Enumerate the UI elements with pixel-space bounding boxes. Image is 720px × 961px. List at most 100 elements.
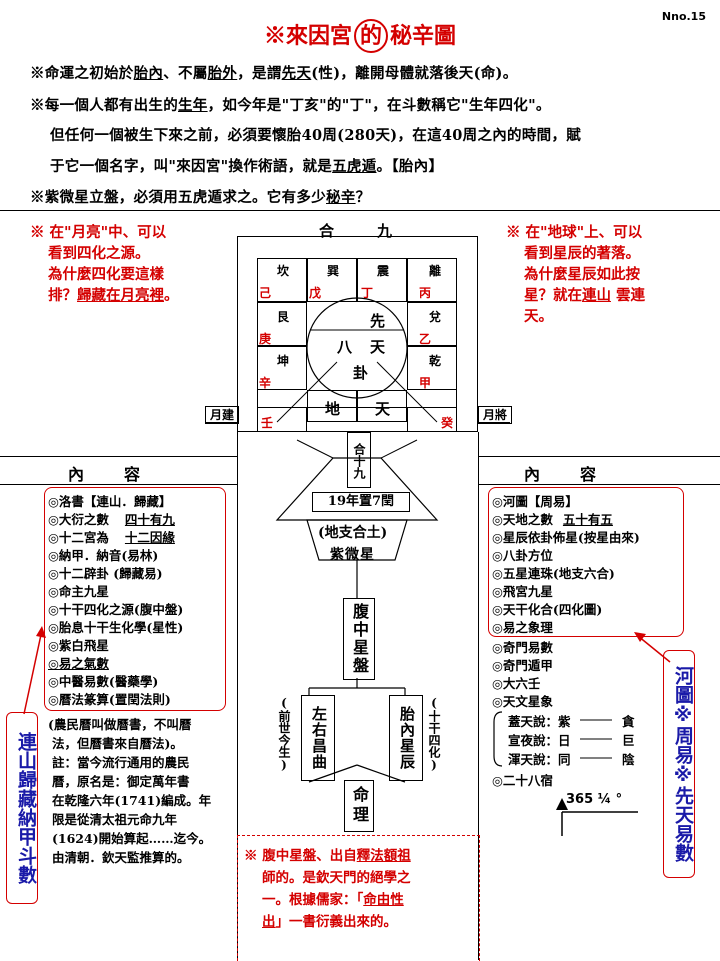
nineteen-years-box: 19年置7閏 <box>312 492 410 512</box>
ziwei-star-label: 紫微星 <box>330 547 375 563</box>
connector <box>205 422 237 423</box>
theory-xuanye: 宣夜說：日 <box>508 733 571 748</box>
intro-term: 五虎遁 <box>332 158 377 175</box>
stem-gui: 癸 <box>441 416 454 430</box>
list-text: ◎大衍之數 <box>48 512 109 527</box>
list-item: ◎八卦方位 <box>492 548 553 563</box>
list-item: ◎十二宮為十二因緣 <box>48 527 175 546</box>
list-item: ◎曆法篆算(置閏法則) <box>48 692 171 707</box>
intro-line-2: ※每一個人都有出生的生年，如今年是"丁亥"的"丁"，在斗數稱它"生年四化"。 <box>30 94 551 115</box>
left-vertical-label: 連山歸藏納甲斗數 <box>6 712 38 904</box>
intro-text: 于它一個名字，叫"來因宮"換作術語，就是 <box>50 158 333 175</box>
earthly-branch-label: (地支合土) <box>318 525 388 541</box>
bottom-note-line: 出」一書衍義出來的。 <box>244 911 411 933</box>
list-item: ◎易之氣數 <box>48 656 109 671</box>
trigram-zhen: 震 <box>377 264 390 278</box>
para-line: 限是從清太祖元命九年 <box>52 812 178 827</box>
bottom-tian: 天 <box>375 400 391 418</box>
trigram-cell <box>407 258 457 302</box>
note-term: 出 <box>262 914 276 930</box>
intro-line-5: ※紫微星立盤，必須用五虎遁求之。它有多少秘辛？ <box>30 186 370 207</box>
stem-yi: 乙 <box>419 332 432 346</box>
note-text: 」一書衍義出來的。 <box>275 914 398 930</box>
month-jian-label: 月建 <box>205 406 239 424</box>
intro-text: ，如今年是"丁亥"的"丁"，在斗數稱它"生年四化"。 <box>207 97 551 114</box>
stem-wu: 戊 <box>309 286 322 300</box>
list-text: ◎十二宮為 <box>48 530 109 545</box>
fuzhong-xingpan-box: 腹中星盤 <box>343 598 375 680</box>
trigram-cell <box>407 346 457 390</box>
column-line <box>237 432 238 960</box>
right-section-heading: 內容 <box>524 465 637 484</box>
list-term: 十二因緣 <box>124 530 175 545</box>
trigram-kun: 坤 <box>277 354 290 368</box>
intro-text: ※每一個人都有出生的 <box>30 97 178 114</box>
note-text: 星？就在 <box>524 287 582 304</box>
right-note: ※ 在"地球"上、可以 看到星辰的著落。 為什麼星辰如此按 星？就在連山 雲連 … <box>506 222 645 327</box>
tainei-xingchen-box: 胎內星辰 <box>389 695 423 781</box>
bottom-note-line: 師的。是欽天門的絕學之 <box>262 870 411 886</box>
intro-text: ？ <box>355 189 371 206</box>
trigram-xun: 巽 <box>327 264 340 278</box>
page-title: ※來因宮的秘辛圖 <box>0 18 720 53</box>
trigram-gen: 艮 <box>277 310 290 324</box>
section-rule <box>0 484 237 485</box>
trigram-cell <box>257 346 307 390</box>
bottom-di: 地 <box>325 400 341 418</box>
degree-arrow <box>556 798 638 836</box>
intro-text: ※紫微星立盤，必須用五虎遁求之。它有多少 <box>30 189 326 206</box>
bagua-diagram: 合 九 坎 巽 震 離 己 戊 丁 丙 艮 庚 坤 辛 兌 乙 乾 甲 先 八 … <box>237 212 478 432</box>
left-paren-note: (前世今生) <box>277 696 291 772</box>
bagua-top-label: 九 <box>377 222 393 240</box>
intro-term: 胎內 <box>133 65 164 82</box>
circle-char-gua: 卦 <box>353 364 369 382</box>
trigram-cell <box>257 302 307 346</box>
left-list-frame <box>44 487 226 711</box>
title-prefix: ※來因宮 <box>263 23 352 49</box>
intro-line-1: ※命運之初始於胎內、不屬胎外，是謂先天(性)，離開母體就落後天(命)。 <box>30 62 518 83</box>
left-section-heading: 內容 <box>68 465 181 484</box>
column-line <box>478 432 479 960</box>
note-line: 看到四化之源。 <box>48 245 150 262</box>
intro-term: 胎外 <box>207 65 238 82</box>
note-text: 。 <box>164 287 179 304</box>
para-line: (農民曆叫做曆書，不叫曆 <box>48 717 192 732</box>
para-line: 在乾隆六年(1741)編成。年 <box>52 793 212 808</box>
note-term: 連山 <box>582 287 611 304</box>
theory-xuanye-end: 巨 <box>622 733 635 748</box>
center-connectors <box>275 439 439 783</box>
intro-text: 、不屬 <box>163 65 208 82</box>
intro-text: ※命運之初始於 <box>30 65 134 82</box>
list-item: ◎天地之數五十有五 <box>492 509 613 528</box>
circle-char-ba: 八 <box>337 338 353 356</box>
right-list-frame <box>488 487 684 637</box>
list-item: ◎紫白飛星 <box>48 638 109 653</box>
note-text: ※ 腹中星盤、出自 <box>244 848 357 864</box>
note-text: 排？ <box>48 287 77 304</box>
lunar-mansions: ◎二十八宿 <box>492 773 553 788</box>
left-note: ※ 在"月亮"中、可以 看到四化之源。 為什麼四化要這樣 排？歸藏在月亮裡。 <box>30 222 179 306</box>
list-item: ◎納甲．納音(易林) <box>48 548 159 563</box>
para-line: 由清朝．欽天監推算的。 <box>52 850 190 865</box>
list-item: ◎命主九星 <box>48 584 109 599</box>
para-line: (1624)開始算起……迄今。 <box>52 831 212 846</box>
stem-ji: 己 <box>259 286 272 300</box>
list-item: ◎天文星象 <box>492 694 553 709</box>
bottom-note-frame <box>237 835 480 961</box>
left-arrow <box>23 626 46 715</box>
theory-huntian: 渾天說：同 <box>508 752 571 767</box>
note-line: ※ 在"地球"上、可以 <box>506 224 643 241</box>
list-item: ◎河圖【周易】 <box>492 494 578 509</box>
list-item: ◎五星連珠(地支六合) <box>492 566 615 581</box>
theory-gaitian-end: 貪 <box>622 714 635 729</box>
bagua-top-label: 合 <box>319 222 335 240</box>
list-text: ◎天地之數 <box>492 512 553 527</box>
right-arrow <box>634 632 671 663</box>
trigram-cell <box>307 258 357 302</box>
bottom-note: ※ 腹中星盤、出自釋法額祖 師的。是欽天門的絕學之 一。根據儒家：「命由性 出」… <box>244 845 411 933</box>
right-vertical-label: 河圖※周易※先天易數 <box>663 650 695 878</box>
stem-bing: 丙 <box>419 286 432 300</box>
bagua-frame <box>237 236 478 432</box>
list-item: ◎洛書【連山．歸藏】 <box>48 494 172 509</box>
intro-text: 。【胎內】 <box>376 158 444 175</box>
